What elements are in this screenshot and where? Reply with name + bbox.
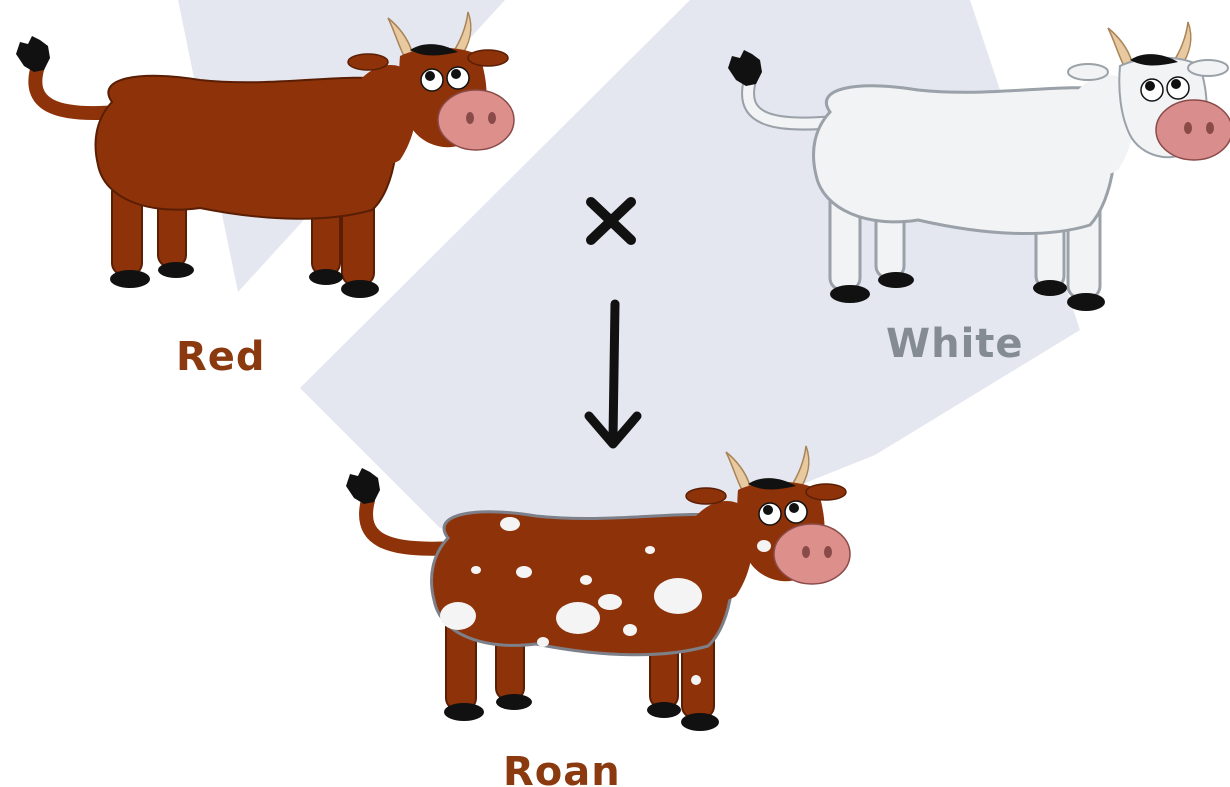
cow-tail [28, 59, 125, 121]
leg-spots [691, 675, 701, 685]
cow-nostril [1184, 122, 1192, 134]
cow-ear-left [685, 487, 727, 505]
cow-nostril [824, 546, 832, 558]
cow-neck [696, 501, 753, 600]
cow-eyes [1140, 76, 1190, 102]
cow-forelock [410, 44, 458, 56]
head-spot [757, 540, 771, 552]
cow-muzzle [437, 89, 515, 151]
tail-tuft [728, 50, 762, 86]
cross-icon [586, 197, 636, 245]
cow-nostril [1206, 122, 1214, 134]
cow-nostril [466, 112, 474, 124]
cow-tail [359, 493, 461, 556]
down-arrow-icon [584, 299, 642, 449]
cow-forelock [748, 478, 796, 490]
cow-eyes [420, 66, 470, 92]
cow-forelock [1130, 54, 1178, 66]
roan-cow-illustration [346, 445, 851, 731]
red-cow-illustration [16, 11, 515, 298]
cow-nostril [802, 546, 810, 558]
cow-muzzle [773, 523, 851, 585]
cow-tail-fill [743, 75, 841, 129]
cow-ear-right [1187, 59, 1229, 77]
red-label: Red [176, 334, 266, 380]
cow-ear-right [805, 483, 847, 501]
roan-label: Roan [503, 749, 621, 787]
white-cow-illustration [728, 21, 1230, 311]
cow-body [812, 84, 1117, 236]
cow-ear-left [347, 53, 389, 71]
cow-hooves [830, 272, 1105, 311]
cow-muzzle [1155, 99, 1230, 161]
tail-tuft [16, 36, 50, 72]
cow-hooves [444, 694, 719, 731]
roan-spots [440, 517, 702, 647]
cow-nostril [488, 112, 496, 124]
cow-eyes [758, 500, 808, 526]
white-label: White [886, 321, 1024, 367]
cow-hooves [110, 262, 379, 298]
tail-tuft [346, 468, 380, 504]
cow-body [94, 74, 399, 220]
cow-ear-left [1067, 63, 1109, 81]
cow-ear-right [467, 49, 509, 67]
